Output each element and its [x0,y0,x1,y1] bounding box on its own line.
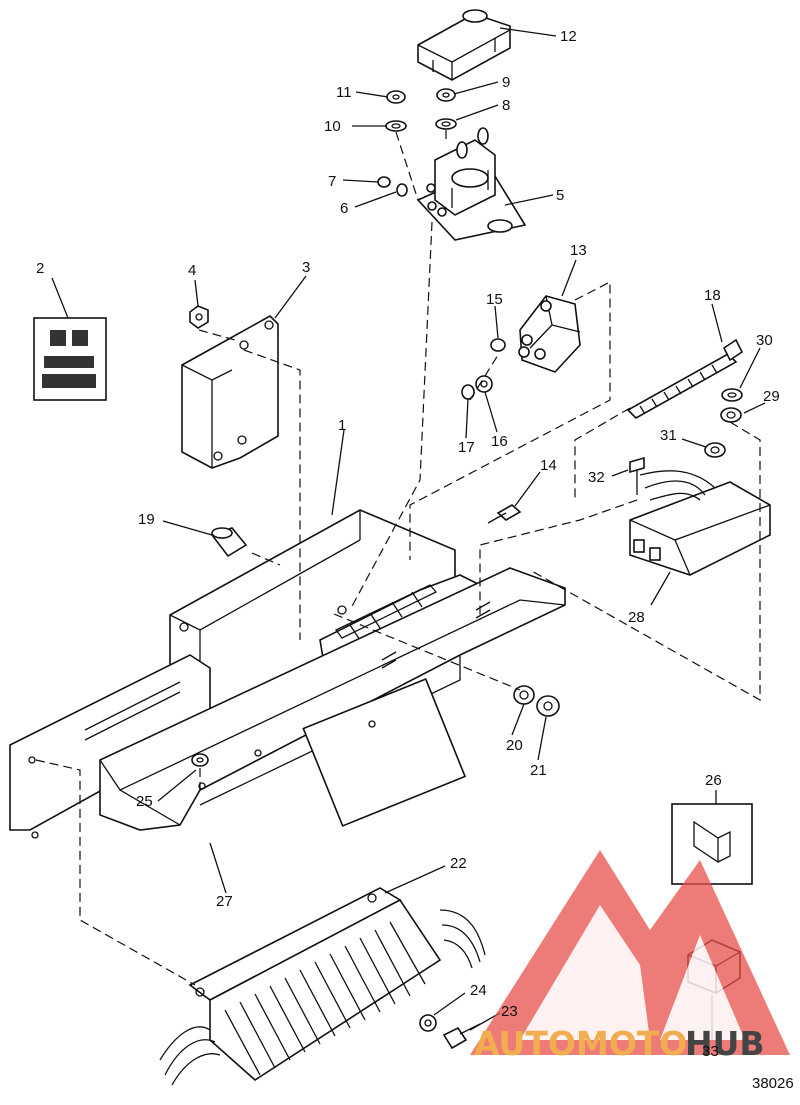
callout-1: 1 [338,417,346,434]
part-29-30-washers [720,388,743,423]
part-31-32-hardware [629,442,726,495]
callout-27: 27 [216,893,233,910]
part-23-24-hardware [419,1014,481,1050]
callout-12: 12 [560,28,577,45]
callout-32: 32 [588,469,605,486]
callout-4: 4 [188,262,196,279]
callout-19: 19 [138,511,155,528]
callout-23: 23 [501,1003,518,1020]
part-16-17-hardware [461,375,493,400]
callout-3: 3 [302,259,310,276]
callout-11: 11 [336,84,352,101]
callout-10: 10 [324,118,341,135]
part-14-screw [487,504,522,524]
callout-8: 8 [502,97,510,114]
callout-labels: 12 11 10 9 8 7 6 5 2 4 3 13 15 18 30 29 … [36,28,794,1092]
part-26-fuse-inset [671,803,753,885]
figure-number: 38026 [752,1075,794,1092]
callout-6: 6 [340,200,348,217]
callout-14: 14 [540,457,557,474]
leader-lines [51,27,766,1040]
assembly-dashed-lines [35,130,761,986]
watermark-text-automoto: AUTOMOTO [474,1024,687,1063]
callout-31: 31 [660,427,677,444]
callout-28: 28 [628,609,645,626]
part-4-nut [189,305,209,329]
callout-24: 24 [470,982,487,999]
part-12-cover [417,9,511,81]
callout-21: 21 [530,762,547,779]
part-3-box [181,315,279,469]
hardware-6-11 [377,88,457,197]
callout-25: 25 [136,793,153,810]
part-25-nut [191,753,209,767]
part-2-decal [33,317,107,401]
part-22-regulator [159,887,486,1086]
callout-9: 9 [502,74,510,91]
part-13-connector [518,295,581,373]
callout-30: 30 [756,332,773,349]
callout-5: 5 [556,187,564,204]
callout-13: 13 [570,242,587,259]
part-28-module [629,470,771,576]
callout-15: 15 [486,291,503,308]
part-20-21-hardware [513,685,560,717]
part-18-bolt [626,338,744,419]
callout-2: 2 [36,260,44,277]
callout-33: 33 [702,1043,719,1060]
part-19-spacer [210,527,248,558]
callout-20: 20 [506,737,523,754]
part-15-nut [490,338,506,352]
callout-18: 18 [704,287,721,304]
callout-26: 26 [705,772,722,789]
callout-16: 16 [491,433,508,450]
callout-22: 22 [450,855,467,872]
automotohub-watermark-logo: AUTOMOTO HUB [470,850,790,1063]
part-5-solenoid [416,127,527,241]
watermark-text-hub: HUB [685,1024,765,1063]
callout-7: 7 [328,173,336,190]
callout-29: 29 [763,388,780,405]
callout-17: 17 [458,439,475,456]
part-27-tray [9,567,566,839]
